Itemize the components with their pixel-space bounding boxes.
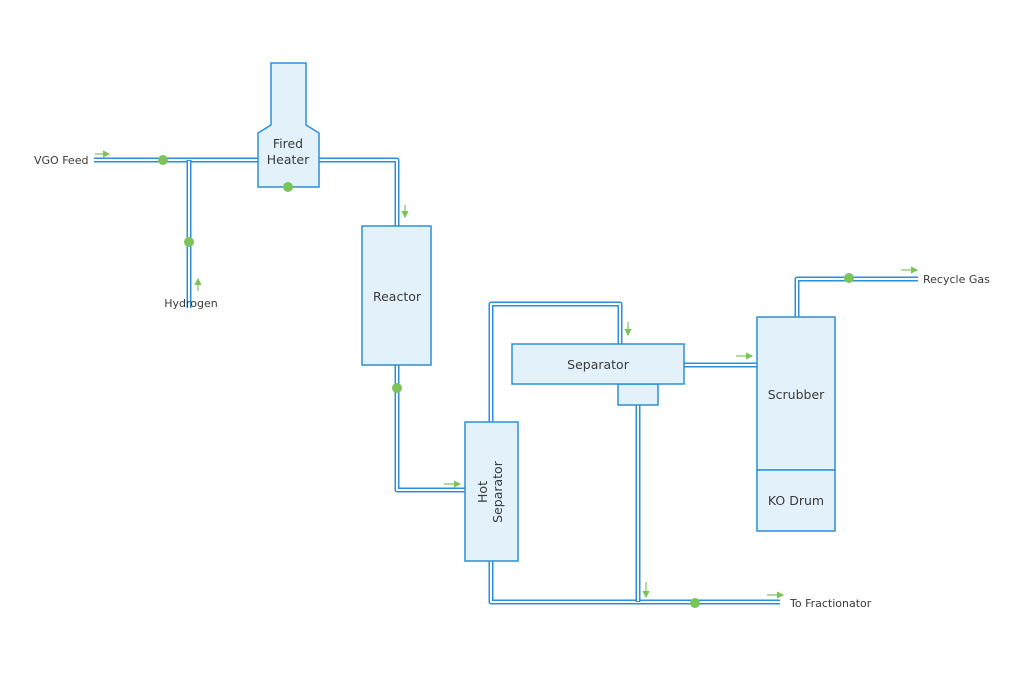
- flow-arrows: [95, 150, 919, 599]
- scrubber-label: Scrubber: [768, 387, 825, 402]
- reactor[interactable]: Reactor: [361, 225, 432, 366]
- hot-separator[interactable]: Hot Separator: [464, 421, 519, 562]
- pipes: [94, 157, 918, 605]
- pipe-hot-separator-bottom: [488, 561, 780, 605]
- ko-drum-label: KO Drum: [768, 493, 824, 508]
- scrubber[interactable]: Scrubber: [756, 316, 836, 471]
- label-hydrogen: Hydrogen: [164, 297, 218, 310]
- fired-heater[interactable]: Fired Heater: [257, 62, 320, 188]
- ko-drum[interactable]: KO Drum: [756, 469, 836, 532]
- pipe-reactor-to-hot-separator: [394, 365, 466, 493]
- node-heater: [283, 182, 293, 192]
- node-reactor-outlet: [392, 383, 402, 393]
- node-feed: [158, 155, 168, 165]
- pipe-heater-to-reactor: [319, 157, 400, 226]
- pipe-recycle-gas: [794, 276, 918, 318]
- separator-label: Separator: [567, 357, 630, 372]
- fired-heater-label-1: Fired: [273, 136, 303, 151]
- pipe-hot-separator-to-separator: [488, 301, 623, 423]
- separator[interactable]: Separator: [511, 343, 685, 406]
- hot-separator-label-2: Separator: [490, 460, 505, 523]
- nodes: [158, 155, 854, 608]
- label-recycle-gas: Recycle Gas: [923, 273, 990, 286]
- node-hydrogen: [184, 237, 194, 247]
- hot-separator-label-1: Hot: [475, 481, 490, 503]
- node-recycle-gas: [844, 273, 854, 283]
- label-to-fractionator: To Fractionator: [789, 597, 872, 610]
- reactor-label: Reactor: [373, 289, 422, 304]
- fired-heater-label-2: Heater: [267, 152, 310, 167]
- node-fractionator: [690, 598, 700, 608]
- label-vgo-feed: VGO Feed: [34, 154, 88, 167]
